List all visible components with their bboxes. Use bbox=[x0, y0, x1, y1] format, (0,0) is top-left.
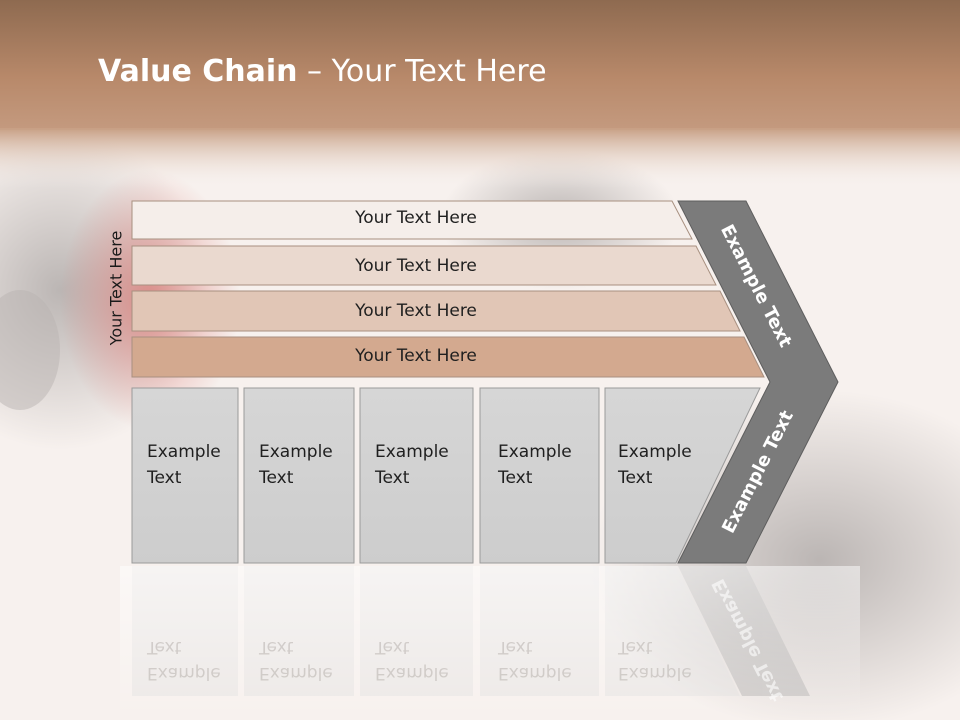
box-5-shape bbox=[604, 387, 761, 564]
box-4-shape bbox=[479, 387, 600, 564]
bar-2-label: Your Text Here bbox=[355, 256, 477, 276]
bar-2-shape bbox=[131, 245, 717, 286]
bar-4-shape bbox=[131, 336, 765, 378]
bar-4-label: Your Text Here bbox=[355, 346, 477, 366]
bar-1-label: Your Text Here bbox=[355, 208, 477, 228]
box-1-shape bbox=[131, 387, 239, 564]
bar-3-label: Your Text Here bbox=[355, 301, 477, 321]
side-label: Your Text Here bbox=[106, 230, 126, 346]
bar-3-shape bbox=[131, 290, 741, 332]
box-3-shape bbox=[359, 387, 474, 564]
page-title: Value Chain – Your Text Here bbox=[98, 54, 547, 89]
box-2-shape bbox=[243, 387, 355, 564]
chevron-shape bbox=[677, 200, 839, 564]
bar-1-shape bbox=[131, 200, 693, 240]
